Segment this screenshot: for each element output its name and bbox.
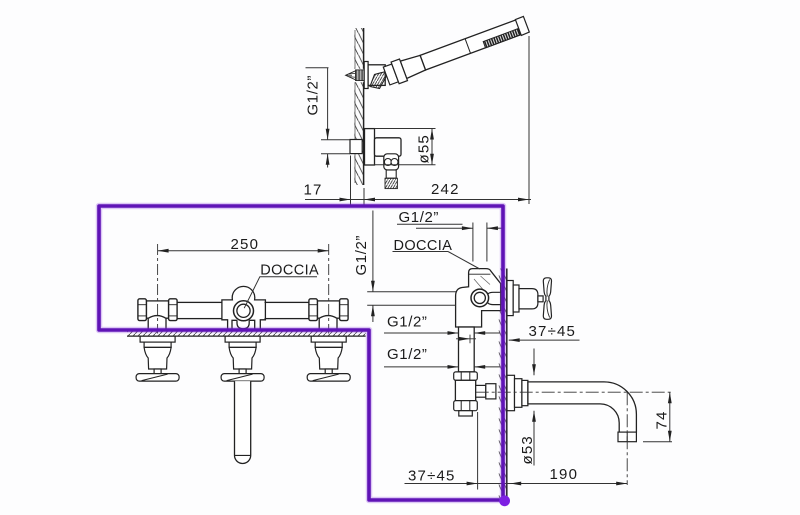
svg-text:190: 190 (550, 466, 579, 483)
svg-text:ø55: ø55 (416, 134, 433, 163)
svg-text:250: 250 (231, 236, 260, 253)
svg-text:G1/2”: G1/2” (387, 314, 428, 331)
svg-text:G1/2”: G1/2” (353, 235, 370, 276)
svg-text:37÷45: 37÷45 (408, 468, 456, 485)
svg-text:G1/2”: G1/2” (399, 209, 440, 226)
svg-text:DOCCIA: DOCCIA (394, 238, 453, 254)
svg-text:37÷45: 37÷45 (529, 323, 577, 340)
svg-text:ø53: ø53 (519, 435, 536, 464)
svg-text:242: 242 (431, 181, 460, 198)
svg-text:17: 17 (304, 182, 323, 199)
svg-text:G1/2”: G1/2” (387, 346, 428, 363)
svg-text:74: 74 (654, 410, 671, 429)
svg-text:DOCCIA: DOCCIA (260, 263, 319, 279)
svg-text:G1/2”: G1/2” (305, 75, 322, 116)
